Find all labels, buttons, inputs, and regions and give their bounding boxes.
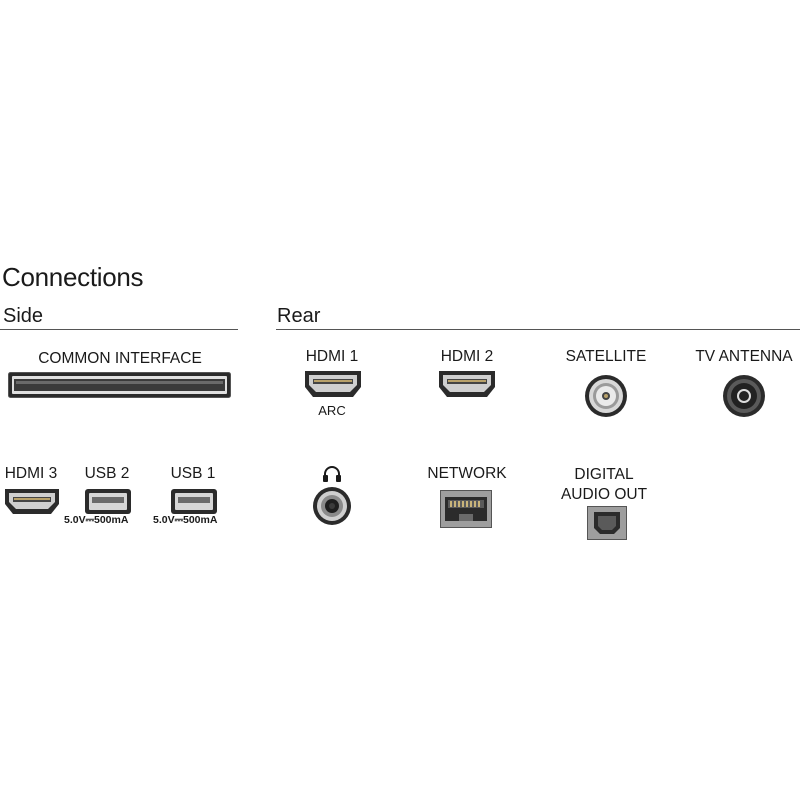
headphone-icon bbox=[322, 465, 342, 483]
hdmi3-label: HDMI 3 bbox=[4, 465, 58, 482]
common-interface-label: COMMON INTERFACE bbox=[38, 350, 202, 367]
tv-antenna-port bbox=[722, 374, 766, 418]
common-interface-slot bbox=[8, 372, 231, 398]
digital-audio-label-line2: AUDIO OUT bbox=[560, 486, 648, 503]
headphone-jack bbox=[312, 486, 352, 526]
satellite-label: SATELLITE bbox=[565, 348, 647, 365]
usb2-spec: 5.0V⎓500mA bbox=[64, 514, 129, 526]
hdmi1-arc-label: ARC bbox=[318, 403, 346, 418]
hdmi3-port bbox=[4, 488, 60, 515]
usb1-port bbox=[170, 488, 218, 515]
usb1-spec: 5.0V⎓500mA bbox=[153, 514, 218, 526]
section-side-label: Side bbox=[3, 305, 44, 327]
page-title: Connections bbox=[2, 262, 144, 292]
rear-divider bbox=[276, 329, 800, 330]
digital-audio-out-label: DIGITAL AUDIO OUT bbox=[540, 465, 668, 505]
hdmi1-label: HDMI 1 bbox=[305, 348, 359, 365]
usb2-port bbox=[84, 488, 132, 515]
usb2-label: USB 2 bbox=[84, 465, 130, 482]
hdmi2-port bbox=[438, 370, 496, 398]
usb1-label: USB 1 bbox=[170, 465, 216, 482]
tv-antenna-label: TV ANTENNA bbox=[695, 348, 793, 365]
network-label: NETWORK bbox=[427, 465, 507, 482]
hdmi1-port bbox=[304, 370, 362, 398]
digital-audio-out-port bbox=[587, 506, 627, 540]
network-port bbox=[440, 490, 492, 528]
digital-audio-label-line1: DIGITAL bbox=[574, 466, 634, 483]
satellite-port bbox=[584, 374, 628, 418]
side-divider bbox=[0, 329, 238, 330]
hdmi2-label: HDMI 2 bbox=[440, 348, 494, 365]
section-rear-label: Rear bbox=[277, 305, 321, 327]
